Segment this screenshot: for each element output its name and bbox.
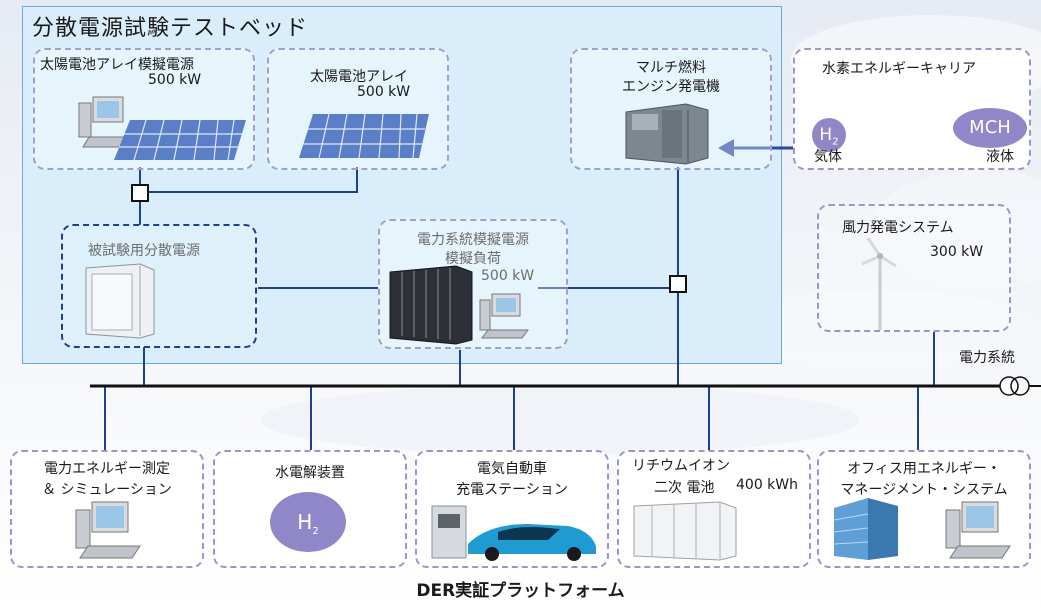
- power-converter-icon: [85, 263, 155, 339]
- battery-cabinet-icon: [633, 501, 737, 561]
- h2-h: H: [819, 125, 833, 145]
- wind-title: 風力発電システム: [842, 220, 954, 236]
- battery-line1: リチウムイオン: [632, 458, 730, 474]
- measurement-line1: 電力エネルギー測定: [44, 461, 170, 477]
- gas-label: 気体: [814, 149, 842, 165]
- measurement-line2: ＆ シミュレーション: [42, 482, 172, 498]
- office-building-icon: [833, 498, 898, 560]
- battery-capacity: 400 kWh: [736, 477, 798, 493]
- solar-array-title: 太陽電池アレイ: [310, 69, 408, 85]
- grid-simulator-icon: [389, 265, 473, 345]
- platform-title: DER実証プラットフォーム: [416, 581, 625, 601]
- solar-panel-icon: [114, 119, 246, 161]
- testbed-title: 分散電源試験テストベッド: [32, 16, 309, 41]
- hydrogen-gas-bubble: H2: [812, 118, 846, 152]
- computer-icon: [945, 501, 1011, 559]
- solar-simulator-title: 太陽電池アレイ模擬電源: [40, 57, 194, 73]
- electrolyzer-h2-bubble: H2: [270, 492, 346, 552]
- arrow-icon: [718, 139, 734, 157]
- dut-title: 被試験用分散電源: [88, 243, 200, 259]
- wind-turbine-icon: [861, 237, 897, 330]
- wind-box: [817, 204, 1011, 332]
- mch-bubble: MCH: [953, 108, 1027, 148]
- electrolyzer-h: H: [297, 510, 313, 534]
- electrolyzer-sub: 2: [312, 526, 319, 537]
- grid-sim-line2: 模擬負荷: [445, 251, 501, 267]
- ems-line2: マネージメント・システム: [840, 482, 1008, 498]
- switch-icon: [669, 275, 687, 293]
- transformer-icon: [999, 376, 1019, 396]
- h2-sub: 2: [832, 136, 839, 148]
- engine-line1: マルチ燃料: [636, 60, 706, 76]
- switch-icon: [131, 184, 149, 202]
- engine-generator-icon: [625, 103, 709, 165]
- battery-line2: 二次 電池: [654, 480, 715, 496]
- wind-capacity: 300 kW: [930, 244, 984, 260]
- ems-line1: オフィス用エネルギー・: [847, 461, 1001, 477]
- computer-icon: [479, 293, 529, 339]
- solar-array-capacity: 500 kW: [357, 84, 411, 100]
- ev-line2: 充電ステーション: [456, 482, 568, 498]
- engine-line2: エンジン発電機: [622, 79, 720, 95]
- solar-panel-icon: [299, 113, 429, 159]
- liquid-label: 液体: [986, 149, 1014, 165]
- electrolyzer-title: 水電解装置: [275, 465, 345, 481]
- computer-icon: [75, 501, 141, 559]
- hydrogen-carrier-title: 水素エネルギーキャリア: [822, 61, 976, 77]
- grid-sim-capacity: 500 kW: [481, 268, 535, 284]
- grid-label: 電力系統: [959, 350, 1015, 366]
- ev-line1: 電気自動車: [477, 461, 547, 477]
- solar-simulator-capacity: 500 kW: [148, 72, 202, 88]
- grid-sim-line1: 電力系統模擬電源: [417, 232, 529, 248]
- ev-charger-icon: [431, 505, 596, 561]
